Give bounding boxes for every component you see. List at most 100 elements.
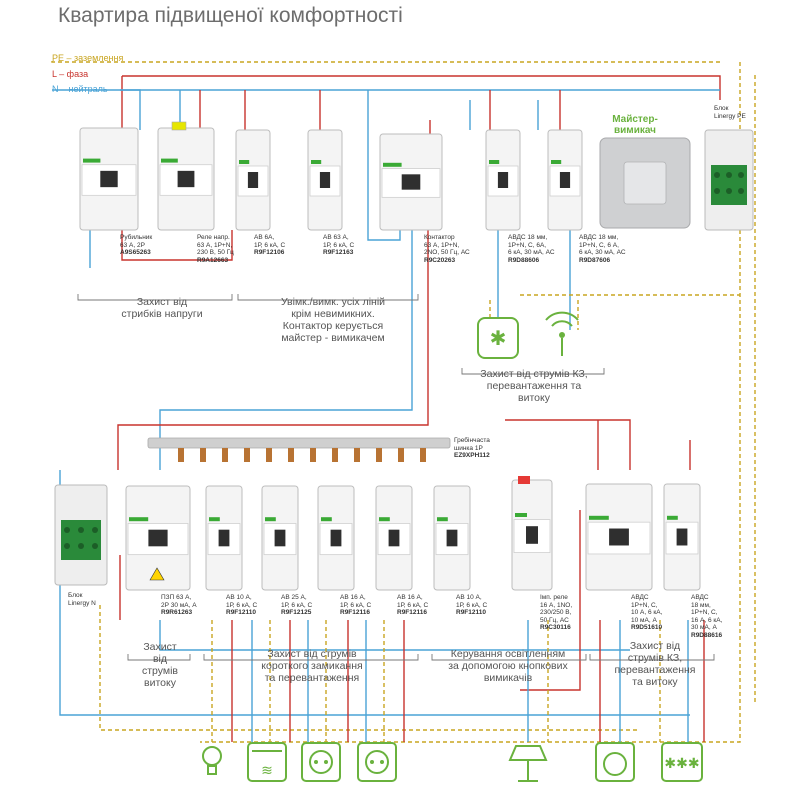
legend-n: N – нейтраль (52, 84, 108, 94)
lightbulb-icon (202, 746, 222, 775)
device-rcbo-bottom-2 (663, 483, 701, 591)
breaker-face (309, 165, 341, 197)
lamp-shade (508, 745, 548, 761)
brand-stripe (311, 160, 322, 164)
washer-body (595, 742, 635, 782)
brand-stripe (379, 517, 390, 522)
signal-arc (551, 320, 573, 327)
busbar-pin (200, 448, 206, 462)
brace-onoff (237, 294, 419, 301)
wire-n (367, 90, 401, 241)
group-surge-protection: Захист від стрибків напруги (121, 296, 203, 320)
brace-light (431, 654, 587, 661)
brand-stripe (589, 515, 609, 520)
wire-l (121, 230, 233, 261)
terminal-screw (738, 172, 744, 178)
master-switch-label: Майстер- вимикач (612, 114, 658, 136)
terminal-screw (738, 188, 744, 194)
socket-pin (314, 760, 318, 764)
terminal-screw (78, 543, 84, 549)
devices (54, 121, 754, 591)
wire-l (520, 510, 581, 691)
device-busbar (147, 437, 451, 462)
brace-short-bottom (203, 654, 419, 661)
device-breaker-bottom (205, 485, 243, 591)
socket-face (365, 750, 389, 774)
wire-n (52, 89, 141, 130)
toggle-handle (100, 170, 118, 188)
device-rcd (125, 485, 191, 591)
legend-l: L – фаза (52, 69, 89, 79)
device-breaker-63a (307, 129, 343, 231)
terminal-screw (726, 188, 732, 194)
bulb-base (207, 765, 217, 775)
bulb (202, 746, 222, 766)
legend-pe: PE – заземлення (52, 53, 124, 63)
wire-l (505, 419, 631, 470)
switch-key (623, 161, 667, 205)
socket-frame (301, 742, 341, 782)
device-linergy-pe (704, 129, 754, 231)
warning-icon (149, 567, 165, 581)
toggle-handle (401, 174, 421, 190)
device-voltage-relay (157, 127, 215, 231)
device-rubilnyk (79, 127, 139, 231)
busbar-pin (222, 448, 228, 462)
device-linergy-n (54, 484, 108, 586)
linergy-pe-label: Блок Linergy PE (714, 105, 746, 120)
wire-pe (51, 60, 720, 63)
block-terminals (711, 165, 747, 205)
linergy-n-label: Блок Linergy N (68, 592, 96, 607)
freezer-icon (477, 317, 519, 359)
cooktop-icon: ✱✱✱ (661, 742, 703, 782)
burners-glyph: ✱✱✱ (664, 756, 699, 772)
group-on-off: Увімк./вимк. усіх ліній крім невимикних.… (280, 296, 386, 344)
socket-pin (370, 760, 374, 764)
brace-surge (77, 294, 233, 301)
washing-machine-icon (595, 742, 635, 782)
busbar-pin (266, 448, 272, 462)
toggle-handle (330, 529, 342, 547)
breaker-face (435, 523, 469, 556)
heat-glyph: ≋ (261, 763, 273, 779)
toggle-handle (218, 529, 230, 547)
brand-stripe (489, 160, 500, 164)
device-contactor (379, 133, 443, 231)
socket-face (309, 750, 333, 774)
terminal-screw (714, 188, 720, 194)
wire-pe (99, 605, 640, 731)
socket-icon (357, 742, 397, 782)
busbar-pin (288, 448, 294, 462)
oven-body (247, 742, 287, 782)
device-breaker-bottom (375, 485, 413, 591)
device-rcbo-bottom-1 (585, 483, 653, 591)
busbar-bar (147, 437, 451, 449)
toggle-handle (388, 529, 400, 547)
brand-stripe (83, 158, 101, 163)
block-terminals (61, 520, 101, 560)
toggle-handle (319, 172, 331, 188)
brand-stripe (161, 158, 178, 163)
busbar-pin (354, 448, 360, 462)
wire-n (159, 620, 630, 651)
toggle-handle (148, 529, 168, 547)
toggle-handle (526, 526, 538, 544)
toggle-handle (676, 528, 688, 546)
group-light-control: Керування освітленням за допомогою кнопк… (448, 648, 568, 684)
cooktop-body (661, 742, 703, 782)
washer-door (603, 752, 627, 776)
brand-stripe (239, 160, 250, 164)
busbar-pin (376, 448, 382, 462)
device-breaker-bottom (261, 485, 299, 591)
